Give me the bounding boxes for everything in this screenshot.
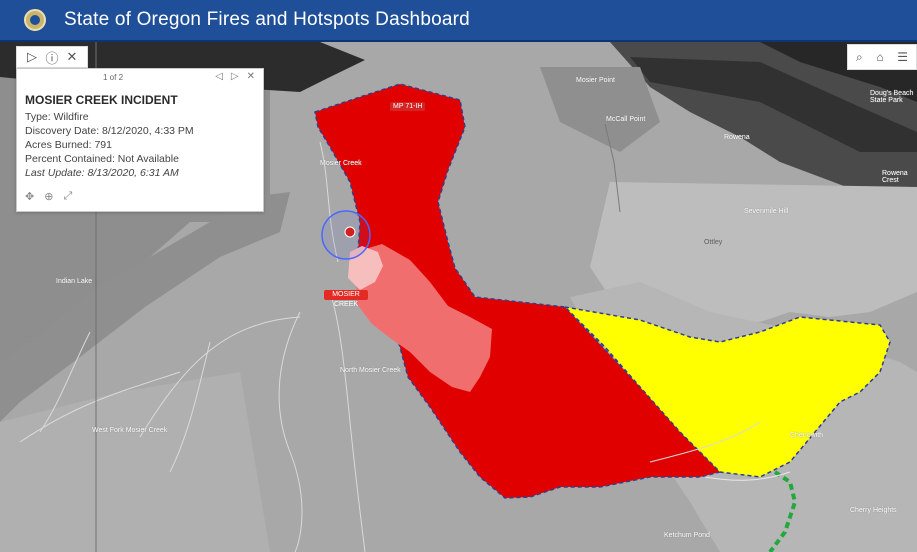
sevenmile-hill-label: Sevenmile Hill [744,208,789,215]
rowena-label: Rowena [724,134,750,141]
zoom-icon[interactable]: ⊕ [44,191,54,203]
top-header: State of Oregon Fires and Hotspots Dashb… [0,0,917,42]
north-mosier-creek-label: North Mosier Creek [340,367,401,374]
home-icon[interactable]: ⌂ [876,50,884,64]
west-fork-label: West Fork Mosier Creek [92,427,168,434]
next-icon[interactable]: ▷ [230,71,239,82]
mccall-point-label: McCall Point [606,116,646,123]
previous-icon[interactable]: ◁ [215,71,223,82]
dashboard-title: State of Oregon Fires and Hotspots Dashb… [64,9,470,30]
discovery-date: Discovery Date: 8/12/2020, 4:33 PM [25,125,194,137]
play-icon[interactable]: ▷ [27,49,37,64]
chenowith-label: Chenowith [790,432,824,439]
popup-navigation: ◁ ▷ ✕ [215,71,255,82]
ketchum-pond-label: Ketchum Pond [664,532,710,539]
ottley-label: Ottley [704,239,723,246]
expand-icon[interactable]: ⤢ [63,190,73,202]
mile-post-label: MP 71-IH [390,102,426,111]
close-icon[interactable]: ✕ [66,49,78,64]
popup-header: 1 of 2 ◁ ▷ ✕ [17,69,263,87]
incident-label: MOSIER CREEK [324,290,368,308]
info-icon[interactable]: ⓘ [45,50,59,66]
percent-contained: Percent Contained: Not Available [25,153,179,165]
incident-type: Type: Wildfire [25,111,89,123]
rowena-crest-label: Rowena Crest [882,170,908,184]
popup-pager: 1 of 2 [103,73,124,82]
oregon-seal-icon [24,9,46,31]
popup-close-icon[interactable]: ✕ [246,71,255,82]
map-view[interactable]: MP 71-IH MOSIER CREEK McCall Point Ottle… [0,42,917,552]
search-icon[interactable]: ⌕ [856,49,863,64]
indian-lake-label: Indian Lake [56,278,93,285]
incident-popup: 1 of 2 ◁ ▷ ✕ MOSIER CREEK INCIDENT Type:… [16,68,264,212]
move-icon[interactable]: ✥ [25,191,35,203]
map-tools: ⌕ ⌂ ☰ [847,44,917,70]
list-icon[interactable]: ☰ [897,50,908,64]
popup-actions: ✥ ⊕ ⤢ [25,190,255,203]
last-update: Last Update: 8/13/2020, 6:31 AM [25,167,179,179]
incident-title: MOSIER CREEK INCIDENT [25,93,178,107]
cherry-heights-label: Cherry Heights [850,507,897,514]
acres-burned: Acres Burned: 791 [25,139,112,151]
popup-toolbar: ▷ ⓘ ✕ [16,46,88,68]
popup-content: MOSIER CREEK INCIDENT Type: Wildfire Dis… [17,87,263,179]
mosier-creek-label: Mosier Creek [320,160,362,167]
dougs-beach-label: Doug's Beach State Park [870,90,914,104]
mosier-point-label: Mosier Point [576,77,615,84]
